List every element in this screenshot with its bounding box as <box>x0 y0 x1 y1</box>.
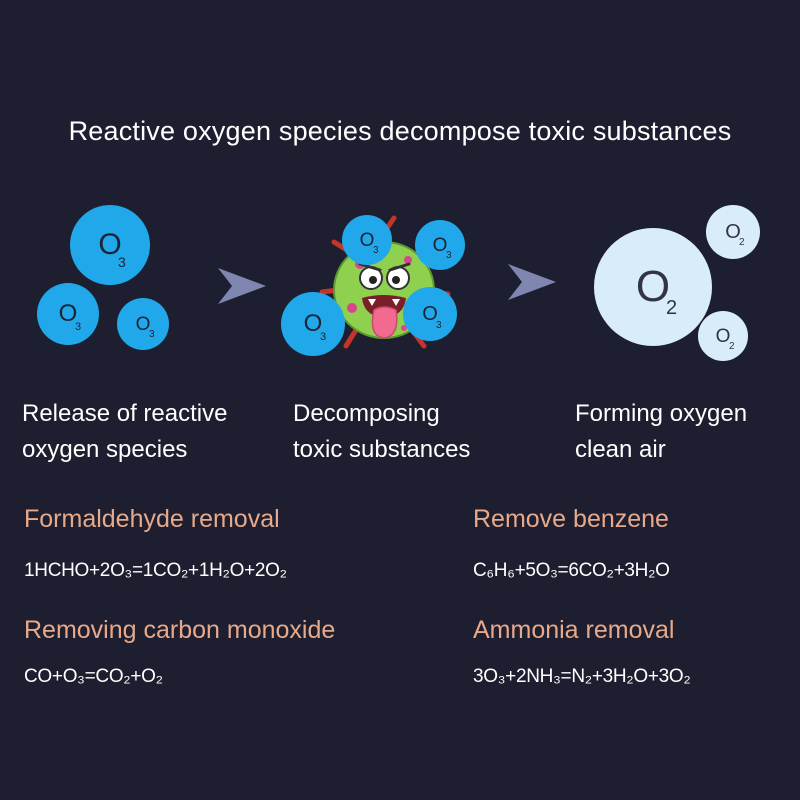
caption-decompose: Decomposing toxic substances <box>293 396 470 468</box>
reaction-equation: CO+O₃=CO₂+O₂ <box>24 666 163 687</box>
oxygen-molecule-icon: O 2 <box>706 205 760 259</box>
ozone-molecule-icon: O 3 <box>403 287 457 341</box>
caption-release: Release of reactive oxygen species <box>22 396 227 468</box>
caption-line: Release of reactive <box>22 400 228 427</box>
caption-line: clean air <box>575 436 666 463</box>
reaction-heading: Formaldehyde removal <box>24 505 280 533</box>
caption-line: Forming oxygen <box>575 400 748 427</box>
oxygen-molecule-icon: O 2 <box>594 228 712 346</box>
caption-line: toxic substances <box>293 436 471 463</box>
ozone-molecule-icon: O 3 <box>342 215 392 265</box>
reaction-equation: 1HCHO+2O₃=1CO₂+1H₂O+2O₂ <box>24 560 287 581</box>
arrow-right-icon <box>508 264 556 300</box>
caption-oxygen: Forming oxygen clean air <box>575 396 747 468</box>
ozone-molecule-icon: O 3 <box>281 292 345 356</box>
ozone-molecule-icon: O 3 <box>415 220 465 270</box>
reaction-equation: 3O₃+2NH₃=N₂+3H₂O+3O₂ <box>473 666 691 687</box>
reaction-heading: Remove benzene <box>473 505 669 533</box>
ozone-molecule-icon: O 3 <box>70 205 150 285</box>
reaction-heading: Removing carbon monoxide <box>24 616 336 644</box>
reaction-heading: Ammonia removal <box>473 616 675 644</box>
arrow-right-icon <box>218 268 266 304</box>
reaction-equation: C₆H₆+5O₃=6CO₂+3H₂O <box>473 560 670 581</box>
page-title: Reactive oxygen species decompose toxic … <box>68 116 732 146</box>
ozone-molecule-icon: O 3 <box>37 283 99 345</box>
caption-line: Decomposing <box>293 400 440 427</box>
oxygen-molecule-icon: O 2 <box>698 311 748 361</box>
caption-line: oxygen species <box>22 436 188 463</box>
ozone-molecule-icon: O 3 <box>117 298 169 350</box>
